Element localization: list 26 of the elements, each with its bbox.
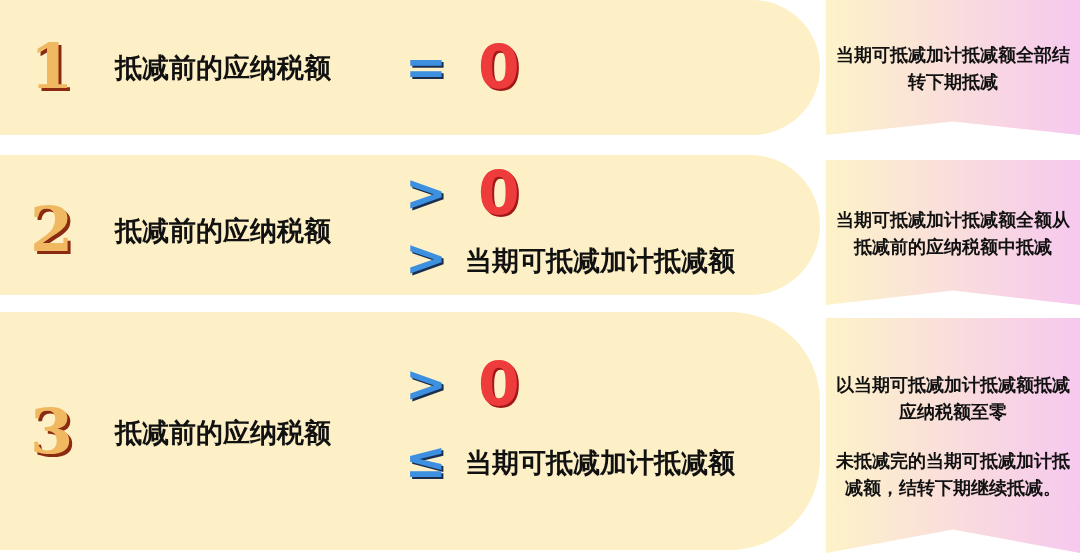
label-text: 抵减前的应纳税额 [115, 216, 331, 244]
band [0, 155, 820, 295]
label-text: 抵减前的应纳税额 [115, 53, 331, 81]
note-text: 当期可抵减加计抵减额全额从抵减前的应纳税额中抵减 [835, 207, 1071, 259]
step-number: 3 [30, 401, 74, 463]
note-text: 当期可抵减加计抵减额全部结转下期抵减 [835, 42, 1071, 94]
step-number: 1 [30, 36, 74, 98]
note-text: 以当期可抵减加计抵减额抵减应纳税额至零 [835, 372, 1071, 424]
band [0, 312, 820, 550]
comparison-sign: ≤ [405, 435, 447, 485]
comparison-sign: = [405, 42, 447, 92]
comparison-sign: > [405, 233, 447, 283]
band [0, 0, 820, 135]
note-banner [826, 160, 1080, 305]
zero-value: 0 [478, 354, 520, 414]
step-number: 2 [30, 199, 74, 261]
comparison-sign: > [405, 168, 447, 218]
compared-amount: 当期可抵减加计抵减额 [465, 448, 735, 476]
zero-value: 0 [478, 163, 520, 223]
compared-amount: 当期可抵减加计抵减额 [465, 246, 735, 274]
note-text: 未抵减完的当期可抵减加计抵减额，结转下期继续抵减。 [835, 448, 1071, 500]
label-text: 抵减前的应纳税额 [115, 418, 331, 446]
zero-value: 0 [478, 37, 520, 97]
note-banner [826, 318, 1080, 553]
note-banner [826, 0, 1080, 135]
comparison-sign: > [405, 359, 447, 409]
